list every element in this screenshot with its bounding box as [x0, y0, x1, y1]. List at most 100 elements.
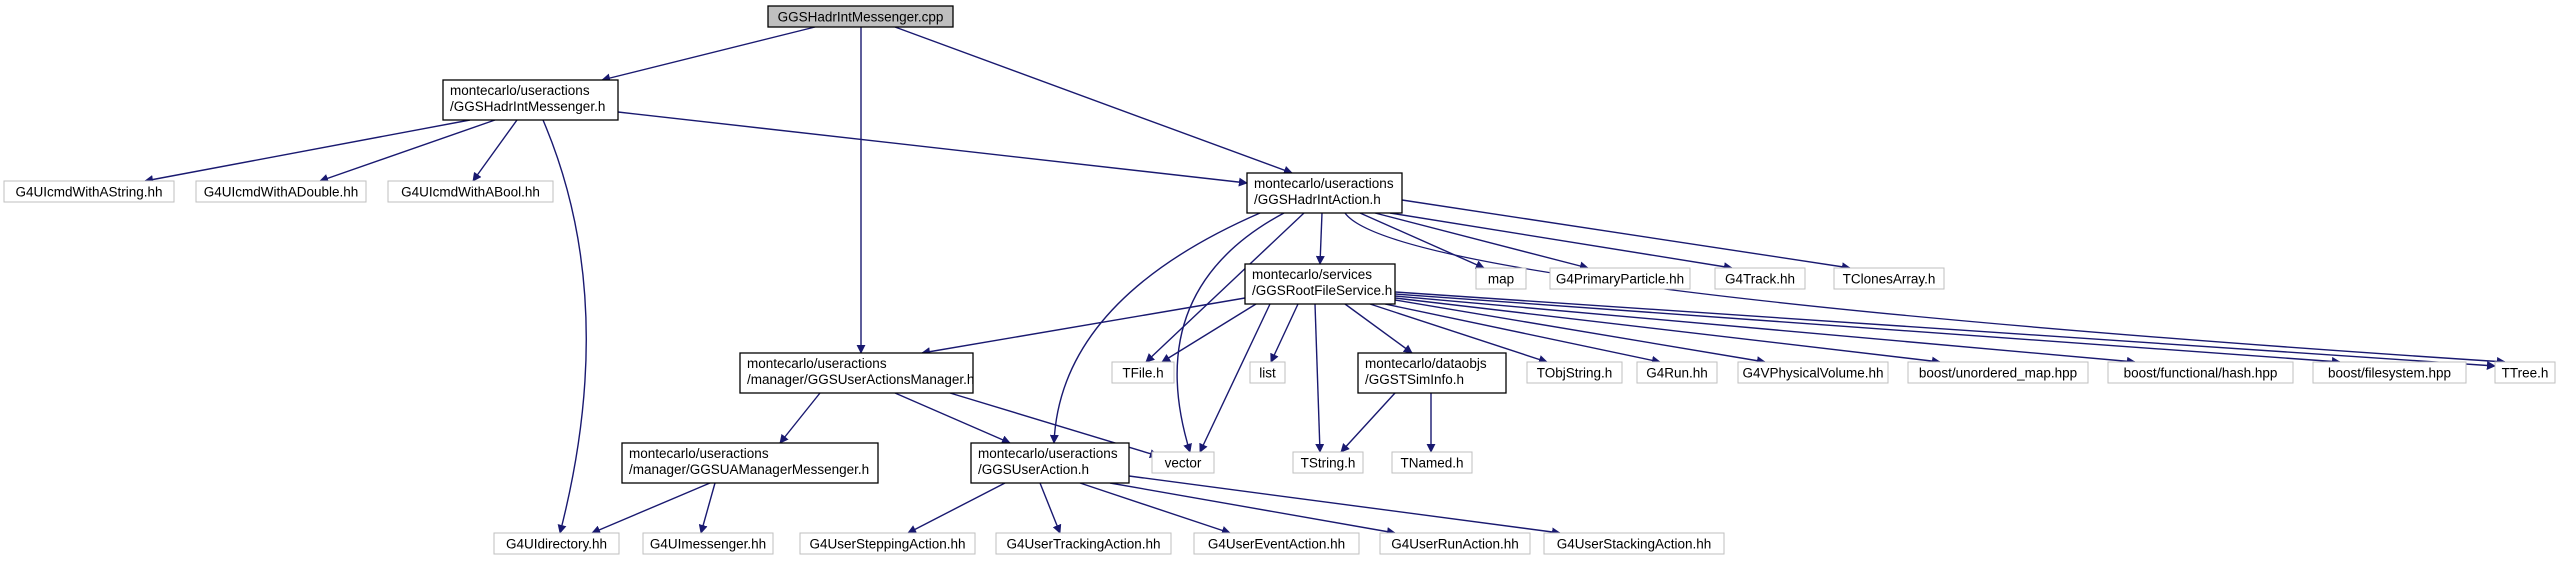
node-box — [1249, 361, 1286, 384]
node-vector[interactable]: vector — [1151, 451, 1215, 474]
node-label: montecarlo/services/GGSRootFileService.h — [1252, 267, 1392, 298]
node-box — [799, 532, 976, 555]
node-box — [1379, 532, 1531, 555]
node-g4primaryparticle[interactable]: G4PrimaryParticle.hh — [1549, 267, 1691, 290]
node-box — [195, 180, 367, 203]
node-label: TNamed.h — [1400, 456, 1463, 471]
node-tclonesarray[interactable]: TClonesArray.h — [1833, 267, 1945, 290]
node-label: montecarlo/useractions/manager/GGSUAMana… — [629, 446, 869, 477]
node-g4usertracking[interactable]: G4UserTrackingAction.hh — [995, 532, 1172, 555]
edge-user_action_h-to-g4userstacking — [1128, 475, 1561, 537]
node-tnamed[interactable]: TNamed.h — [1391, 451, 1473, 474]
node-label: G4UIcmdWithAString.hh — [15, 185, 162, 200]
node-box — [1907, 361, 2089, 384]
edge-sim_info-to-tstring — [1340, 392, 1396, 453]
node-g4uimessenger[interactable]: G4UImessenger.hh — [642, 532, 774, 555]
node-box — [1543, 532, 1725, 555]
node-g4userevent[interactable]: G4UserEventAction.hh — [1193, 532, 1360, 555]
node-root-file-service[interactable]: montecarlo/services/GGSRootFileService.h — [1244, 263, 1396, 305]
edge-hadr_action_h-to-g4primaryparticle — [1374, 212, 1589, 271]
node-box — [493, 532, 620, 555]
node-label: G4Track.hh — [1725, 272, 1795, 287]
edge-root-to-hadr_action_h — [894, 26, 1293, 175]
node-box — [1526, 361, 1623, 384]
node-boost-filesystem[interactable]: boost/filesystem.hpp — [2312, 361, 2467, 384]
node-g4userstacking[interactable]: G4UserStackingAction.hh — [1543, 532, 1725, 555]
node-box — [387, 180, 554, 203]
edge-hadr_action_h-to-tclonesarray — [1401, 199, 1851, 272]
node-label: G4UserSteppingAction.hh — [809, 537, 965, 552]
node-label: G4Run.hh — [1646, 366, 1708, 381]
edge-user_action_h-to-g4usertracking — [1039, 482, 1062, 534]
edge-root_file_service-to-tfile — [1161, 303, 1257, 363]
edge-hadr_messenger_h-to-g4uicmd_double — [319, 119, 496, 183]
node-box — [1244, 263, 1396, 305]
node-g4uicmd-bool[interactable]: G4UIcmdWithABool.hh — [387, 180, 554, 203]
node-g4track[interactable]: G4Track.hh — [1714, 267, 1806, 290]
node-g4vphysicalvolume[interactable]: G4VPhysicalVolume.hh — [1737, 361, 1889, 384]
node-g4run[interactable]: G4Run.hh — [1636, 361, 1718, 384]
edge-uamanager_messenger-to-g4uimessenger — [698, 482, 716, 534]
edge-user_actions_manager-to-user_action_h — [894, 392, 1011, 444]
node-label: TObjString.h — [1537, 366, 1613, 381]
node-label: boost/unordered_map.hpp — [1919, 366, 2077, 381]
node-g4userrun[interactable]: G4UserRunAction.hh — [1379, 532, 1531, 555]
node-label: G4UserStackingAction.hh — [1557, 537, 1712, 552]
node-box — [442, 79, 619, 121]
node-hadr-action-h[interactable]: montecarlo/useractions/GGSHadrIntAction.… — [1246, 172, 1403, 214]
node-label: G4UIcmdWithADouble.hh — [204, 185, 359, 200]
node-map[interactable]: map — [1475, 267, 1527, 290]
node-box — [3, 180, 175, 203]
node-box — [2107, 361, 2294, 384]
edge-root_file_service-to-boost_unordered_map — [1394, 297, 1941, 366]
node-g4uicmd-string[interactable]: G4UIcmdWithAString.hh — [3, 180, 175, 203]
edge-hadr_messenger_h-to-g4uidirectory — [542, 119, 587, 534]
edge-hadr_action_h-to-tfile — [1145, 212, 1305, 363]
node-box — [1636, 361, 1718, 384]
node-box — [1357, 352, 1507, 394]
edge-user_actions_manager-to-uamanager_messenger — [779, 392, 821, 444]
edge-user_action_h-to-g4userrun — [1109, 482, 1396, 537]
node-box — [739, 352, 974, 394]
node-boost-unordered-map[interactable]: boost/unordered_map.hpp — [1907, 361, 2089, 384]
node-hadr-messenger-h[interactable]: montecarlo/useractions/GGSHadrIntMesseng… — [442, 79, 619, 121]
node-g4uidirectory[interactable]: G4UIdirectory.hh — [493, 532, 620, 555]
edge-root_file_service-to-boost_filesystem — [1394, 293, 2341, 366]
node-box — [1714, 267, 1806, 290]
node-sim-info[interactable]: montecarlo/dataobjs/GGSTSimInfo.h — [1357, 352, 1507, 394]
node-label: list — [1259, 366, 1276, 381]
node-label: G4UImessenger.hh — [650, 537, 766, 552]
edge-root_file_service-to-list — [1270, 303, 1299, 363]
edge-hadr_action_h-to-user_action_h — [1049, 212, 1261, 444]
edge-root_file_service-to-g4run — [1384, 303, 1661, 365]
edge-hadr_action_h-to-map — [1359, 212, 1485, 269]
node-uamanager-messenger[interactable]: montecarlo/useractions/manager/GGSUAMana… — [621, 442, 879, 484]
node-label: G4UserRunAction.hh — [1391, 537, 1519, 552]
edge-user_action_h-to-g4userevent — [1079, 482, 1231, 535]
node-label: G4PrimaryParticle.hh — [1556, 272, 1684, 287]
edge-root_file_service-to-g4vphysicalvolume — [1394, 299, 1766, 366]
node-boost-hash[interactable]: boost/functional/hash.hpp — [2107, 361, 2294, 384]
node-box — [1193, 532, 1360, 555]
node-box — [1391, 451, 1473, 474]
edge-root_file_service-to-tobjstring — [1369, 303, 1548, 364]
node-box — [621, 442, 879, 484]
node-box — [1549, 267, 1691, 290]
node-label: TClonesArray.h — [1843, 272, 1936, 287]
node-list[interactable]: list — [1249, 361, 1286, 384]
node-g4userstepping[interactable]: G4UserSteppingAction.hh — [799, 532, 976, 555]
edge-hadr_action_h-to-g4track — [1389, 212, 1733, 272]
node-g4uicmd-double[interactable]: G4UIcmdWithADouble.hh — [195, 180, 367, 203]
node-box — [1151, 451, 1215, 474]
node-box — [1111, 361, 1175, 384]
node-user-actions-manager[interactable]: montecarlo/useractions/manager/GGSUserAc… — [739, 352, 974, 394]
node-tstring[interactable]: TString.h — [1292, 451, 1364, 474]
node-tfile[interactable]: TFile.h — [1111, 361, 1175, 384]
node-tobjstring[interactable]: TObjString.h — [1526, 361, 1623, 384]
node-user-action-h[interactable]: montecarlo/useractions/GGSUserAction.h — [970, 442, 1130, 484]
node-box — [970, 442, 1130, 484]
edge-user_action_h-to-g4userstepping — [907, 482, 1006, 534]
node-ttree[interactable]: TTree.h — [2494, 361, 2556, 384]
node-label: TTree.h — [2502, 366, 2549, 381]
